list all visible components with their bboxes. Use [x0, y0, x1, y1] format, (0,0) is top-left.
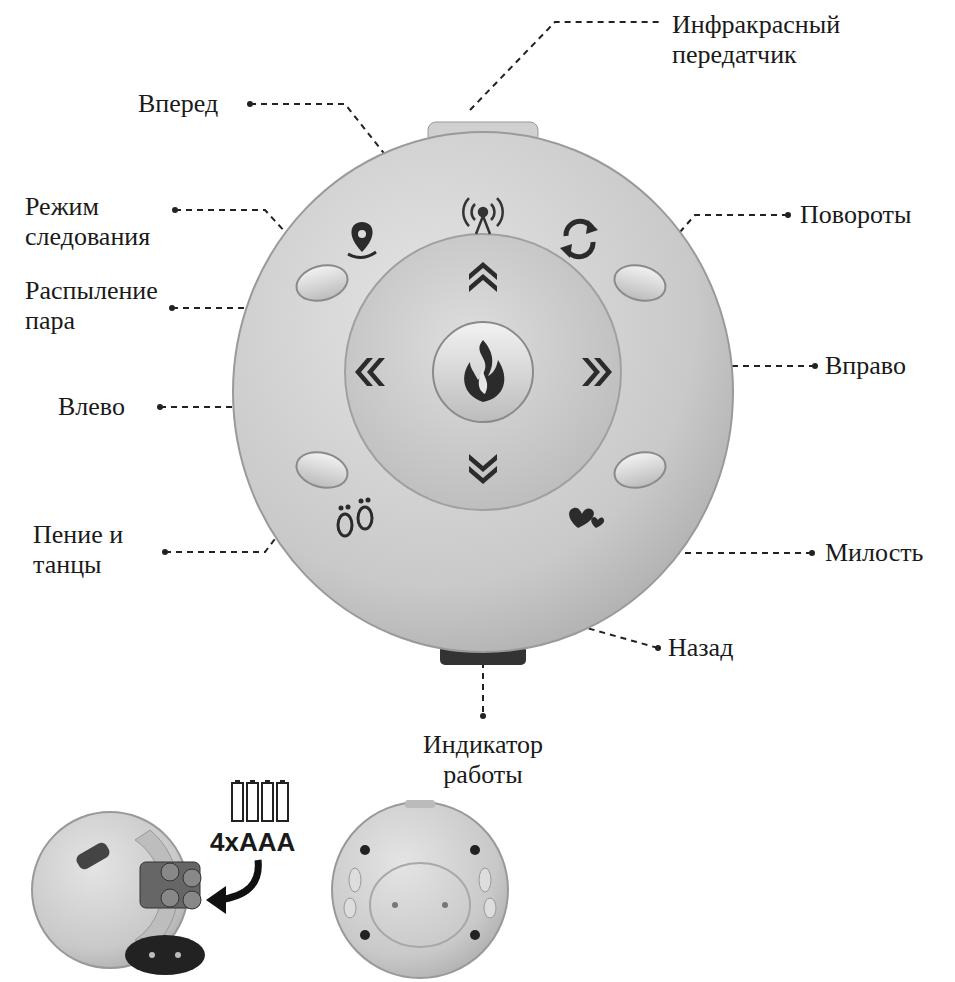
part-label: Назад	[668, 633, 733, 663]
part-label: Влево	[58, 392, 125, 422]
battery-illustration	[32, 780, 508, 978]
battery-label: 4xAAA	[210, 827, 295, 857]
leader-lines	[160, 22, 815, 716]
part-label: Режим следования	[25, 192, 175, 252]
part-label: Милость	[825, 538, 923, 568]
part-label: Индикатор работы	[395, 730, 571, 790]
part-label: Распыление пара	[25, 276, 165, 336]
part-label: Вперед	[138, 89, 218, 119]
part-label: Вправо	[825, 351, 906, 381]
part-label: Повороты	[800, 200, 911, 230]
part-label: Инфракрасный передатчик	[672, 10, 892, 70]
leader-dots	[157, 101, 818, 719]
part-label: Пение и танцы	[33, 520, 145, 580]
remote-body	[233, 122, 733, 665]
